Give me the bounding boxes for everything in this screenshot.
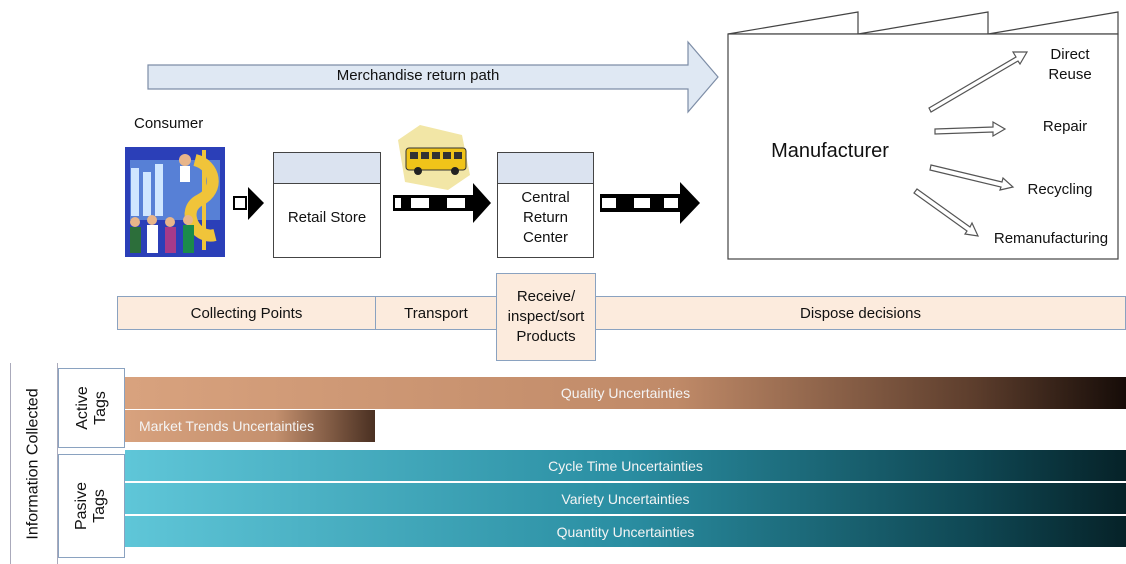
- central-return-center-label: Central Return Center: [521, 189, 570, 246]
- outcome-arrows: [913, 51, 1029, 237]
- consumer-illustration: [125, 147, 225, 257]
- information-collected-label: Information Collected: [12, 363, 56, 564]
- consumer-label: Consumer: [134, 115, 204, 132]
- band-cycle-time-uncertainties: Cycle Time Uncertainties: [125, 449, 1126, 481]
- outcome-direct-reuse: Direct Reuse: [1048, 46, 1092, 83]
- band-variety-uncertainties: Variety Uncertainties: [125, 482, 1126, 514]
- phase-transport: Transport: [375, 296, 497, 330]
- flow-arrow-transport: [393, 183, 491, 223]
- band-variety-label: Variety Uncertainties: [561, 490, 690, 507]
- central-return-center-box: Central Return Center: [497, 152, 594, 258]
- remanufacturing-arrow: [913, 188, 980, 237]
- central-return-center-header: [498, 153, 593, 184]
- information-collected-text: Information Collected: [25, 387, 42, 540]
- active-tags-text: Active Tags: [73, 386, 109, 430]
- information-collected-frame: [10, 363, 58, 564]
- return-path-label: Merchandise return path: [336, 67, 500, 84]
- band-quality-label: Quality Uncertainties: [560, 385, 691, 401]
- outcome-recycling: Recycling: [1027, 181, 1093, 198]
- phase-collecting-points: Collecting Points: [117, 296, 376, 330]
- flow-arrow-consumer: [233, 187, 264, 220]
- active-tags-label: Active Tags: [58, 368, 125, 448]
- band-quality-uncertainties: Quality Uncertainties: [125, 377, 1126, 409]
- passive-tags-text: Pasive Tags: [73, 481, 109, 531]
- repair-arrow: [934, 120, 1007, 138]
- passive-tags-label: Pasive Tags: [58, 454, 125, 558]
- recycling-arrow: [929, 164, 1015, 191]
- band-quantity-uncertainties: Quantity Uncertainties: [125, 515, 1126, 547]
- retail-store-box: Retail Store: [273, 152, 381, 258]
- flow-arrow-to-manufacturer: [600, 182, 700, 224]
- band-market-trends-uncertainties: Market Trends Uncertainties: [125, 410, 375, 442]
- manufacturer-label: Manufacturer: [771, 140, 889, 162]
- bus-illustration: [398, 125, 470, 190]
- phase-receive-label: Receive/ inspect/sort Products: [507, 288, 585, 345]
- phase-receive-inspect-sort: Receive/ inspect/sort Products: [496, 273, 596, 361]
- band-market-label: Market Trends Uncertainties: [139, 418, 315, 434]
- phase-dispose-decisions: Dispose decisions: [595, 296, 1126, 330]
- direct-reuse-arrow: [928, 51, 1029, 113]
- outcome-repair: Repair: [1042, 118, 1088, 135]
- outcome-remanufacturing: Remanufacturing: [993, 230, 1109, 247]
- band-quantity-label: Quantity Uncertainties: [556, 523, 695, 540]
- retail-store-label: Retail Store: [287, 209, 367, 226]
- band-cycle-label: Cycle Time Uncertainties: [548, 457, 703, 474]
- return-path-arrow: [147, 40, 719, 114]
- retail-store-header: [274, 153, 380, 184]
- manufacturer-box-shape: [727, 11, 1119, 260]
